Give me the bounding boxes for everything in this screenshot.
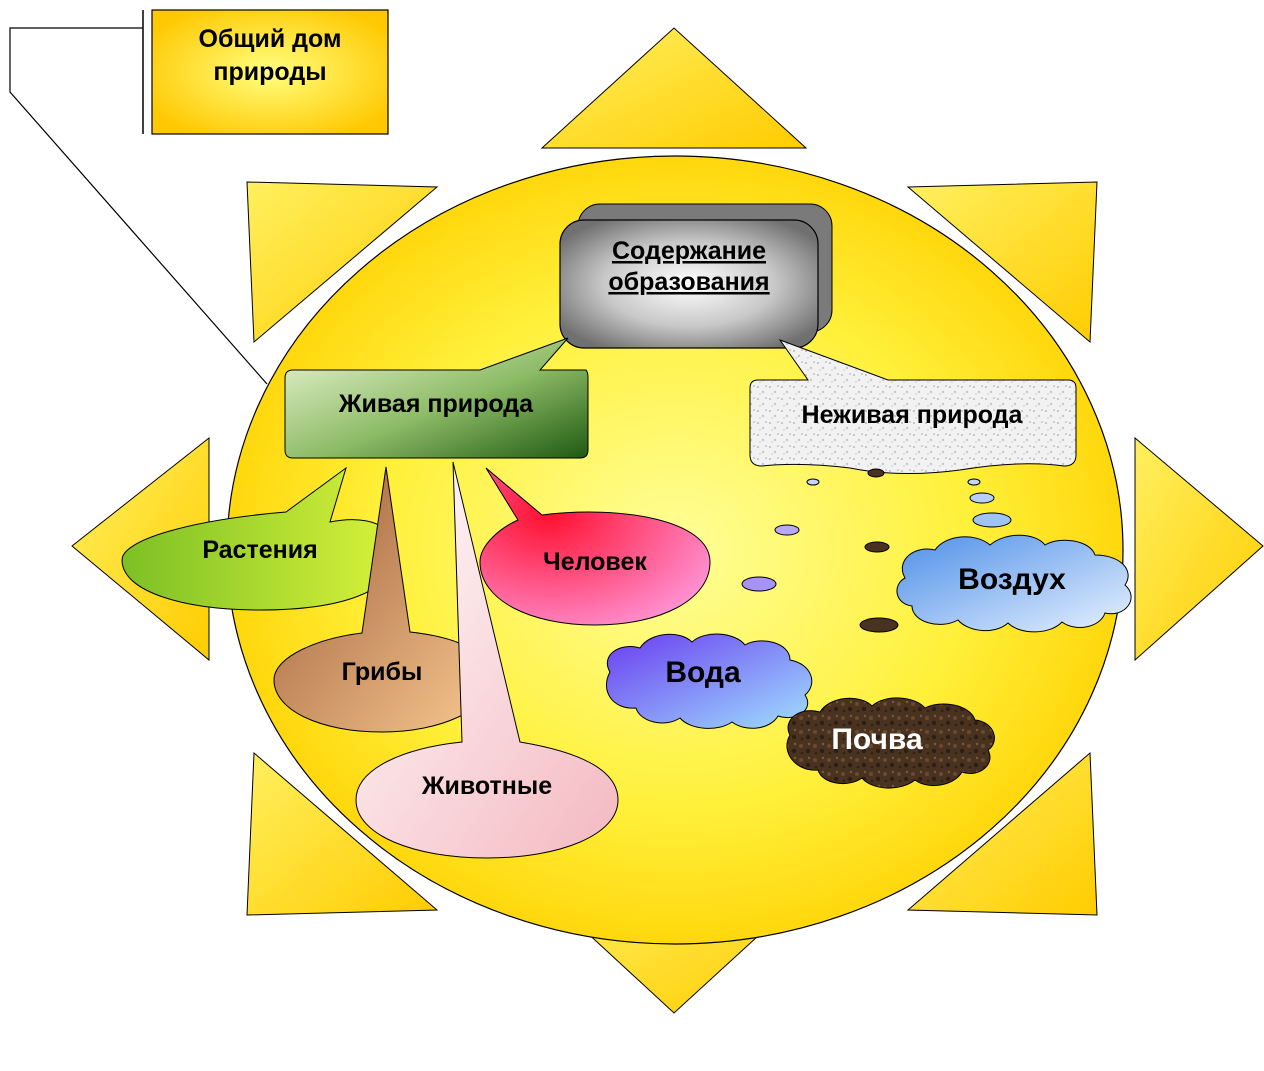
fungi-label: Грибы (342, 658, 423, 686)
air-cloud: Воздух (896, 534, 1132, 633)
center-line2: образования (608, 268, 769, 296)
title-line2: природы (213, 58, 326, 86)
human-label: Человек (543, 548, 647, 576)
sun-rays (71, 27, 1264, 1014)
ray-top-left (246, 181, 439, 344)
water-label: Вода (665, 656, 741, 689)
living-nature-callout: Живая природа (284, 337, 589, 459)
nonliving-nature-label: Неживая природа (802, 401, 1024, 429)
soil-label: Почва (831, 723, 923, 756)
ray-bottom-left (246, 751, 439, 916)
ray-right (1134, 436, 1264, 662)
title-box: Общий дом природы (151, 9, 389, 135)
air-label: Воздух (958, 563, 1066, 596)
ray-top-right (906, 181, 1098, 344)
water-cloud: Вода (605, 633, 813, 729)
human-callout: Человек (479, 467, 711, 626)
soil-cloud: Почва (786, 697, 995, 789)
ray-bottom-right (906, 751, 1098, 916)
title-line1: Общий дом (199, 25, 342, 53)
living-nature-label: Живая природа (338, 390, 534, 418)
title-callout-line (9, 27, 268, 385)
animals-callout: Животные (355, 461, 619, 859)
bubble-trail (741, 468, 1012, 633)
ray-top (540, 27, 808, 149)
animals-label: Животные (421, 772, 552, 800)
plants-callout: Растения (121, 466, 396, 611)
plants-label: Растения (202, 536, 317, 564)
center-box: Содержание образования (559, 203, 833, 349)
center-line1: Содержание (612, 237, 766, 265)
nonliving-nature-callout: Неживая природа (749, 338, 1077, 475)
